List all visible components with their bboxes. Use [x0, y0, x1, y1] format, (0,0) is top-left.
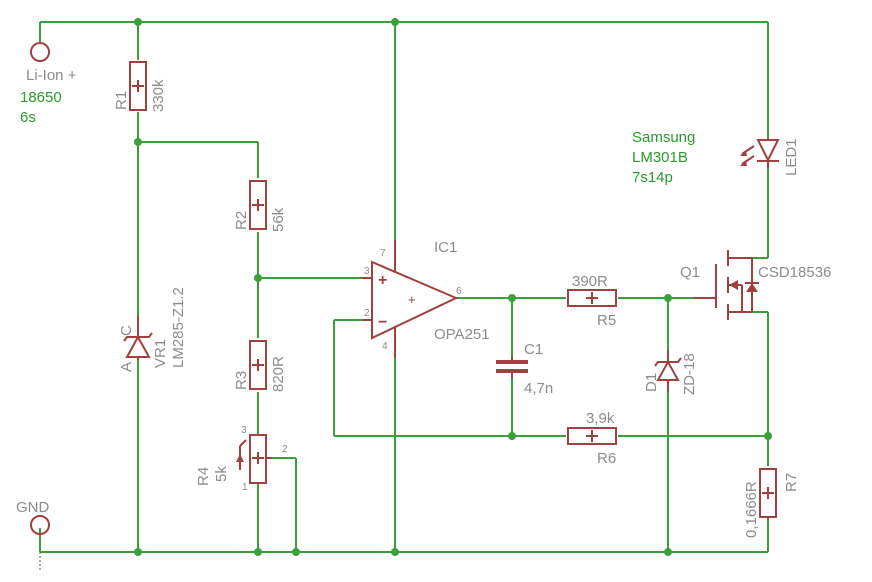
c1-value: 4,7n	[524, 380, 553, 397]
battery-note-line2: 6s	[20, 109, 36, 126]
ic1-minus-sign: −	[378, 314, 387, 331]
d1-value: ZD-18	[681, 353, 698, 395]
ic1-pin6: 6	[456, 286, 462, 297]
c1-name: C1	[524, 341, 543, 358]
r4-pin2: 2	[282, 444, 288, 455]
capacitor-c1: C1 4,7n	[496, 341, 553, 397]
ic1-pin7: 7	[380, 248, 386, 259]
resistor-r3: R3 820R	[233, 340, 287, 392]
led-led1: LED1 Samsung LM301B 7s14p	[632, 129, 800, 186]
d1-name: D1	[643, 373, 660, 392]
junctions	[134, 18, 772, 556]
r4-pin1: 1	[242, 482, 248, 493]
r7-value: 0,1666R	[743, 481, 760, 538]
junction	[764, 432, 772, 440]
r4-value: 5k	[213, 466, 230, 482]
vr1-name: VR1	[152, 339, 169, 368]
r7-name: R7	[783, 473, 800, 492]
vr1-value: LM285-Z1.2	[170, 287, 187, 368]
ic1-plus-sign: +	[378, 272, 387, 289]
ic1-name: IC1	[434, 239, 457, 256]
led-note-line3: 7s14p	[632, 169, 673, 186]
ic1-value: OPA251	[434, 326, 490, 343]
r5-name: R5	[597, 312, 616, 329]
r2-value: 56k	[270, 207, 287, 232]
opamp-ic1: + − + 3 2 7 4 6 IC1 OPA251	[362, 239, 490, 358]
vr1-pin-a: A	[118, 362, 135, 372]
ground-terminal: GND	[16, 499, 50, 570]
led-note-line2: LM301B	[632, 149, 688, 166]
junction	[664, 294, 672, 302]
ic1-pin3: 3	[364, 266, 370, 277]
junction	[254, 548, 262, 556]
r4-pin3: 3	[241, 425, 247, 436]
r6-value: 3,9k	[586, 410, 615, 427]
ground-label: GND	[16, 499, 50, 516]
battery-note-line1: 18650	[20, 89, 62, 106]
junction	[134, 548, 142, 556]
junction	[292, 548, 300, 556]
r1-name: R1	[113, 91, 130, 110]
resistor-r5: 390R R5	[567, 273, 617, 329]
junction	[134, 138, 142, 146]
led1-name: LED1	[783, 138, 800, 176]
r1-value: 330k	[150, 79, 167, 112]
ic1-pin2: 2	[364, 308, 370, 319]
svg-text:+: +	[408, 292, 416, 307]
junction	[391, 548, 399, 556]
r5-value: 390R	[572, 273, 608, 290]
resistor-r6: 3,9k R6	[567, 410, 617, 467]
r6-name: R6	[597, 450, 616, 467]
junction	[508, 294, 516, 302]
potentiometer-r4: 3 2 1 R4 5k	[195, 425, 288, 493]
ic1-pin4: 4	[382, 341, 388, 352]
resistor-r1: R1 330k	[113, 61, 167, 112]
r3-value: 820R	[270, 356, 287, 392]
r2-name: R2	[233, 211, 250, 230]
supply-label: Li-Ion +	[26, 67, 77, 84]
zener-d1: D1 ZD-18	[643, 350, 698, 395]
junction	[391, 18, 399, 26]
junction	[508, 432, 516, 440]
r4-name: R4	[195, 467, 212, 486]
resistor-r2: R2 56k	[233, 180, 287, 232]
q1-name: Q1	[680, 264, 700, 281]
junction	[134, 18, 142, 26]
q1-value: CSD18536	[758, 264, 831, 281]
r3-name: R3	[233, 371, 250, 390]
vr1-pin-c: C	[118, 325, 135, 336]
resistor-r7: R7 0,1666R	[743, 468, 800, 538]
voltage-reference-vr1: C A VR1 LM285-Z1.2	[118, 287, 187, 372]
junction	[664, 548, 672, 556]
mosfet-q1: Q1 CSD18536	[680, 250, 831, 320]
junction	[254, 274, 262, 282]
supply-terminal: Li-Ion + 18650 6s	[20, 42, 77, 126]
led-note-line1: Samsung	[632, 129, 695, 146]
